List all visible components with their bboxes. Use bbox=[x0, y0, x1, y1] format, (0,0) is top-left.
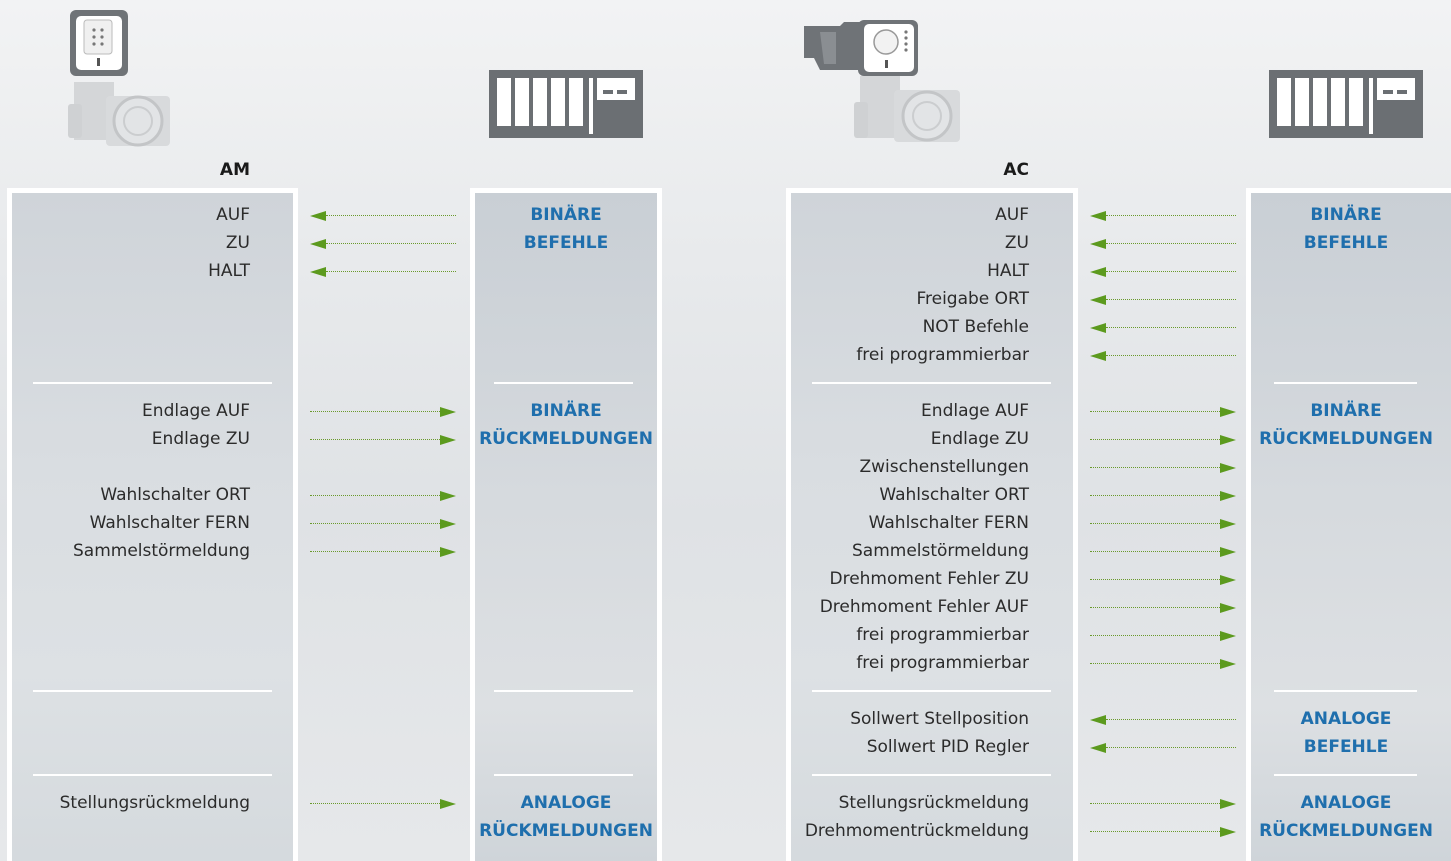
feedback-arrow bbox=[1090, 631, 1236, 641]
divider bbox=[33, 774, 272, 776]
command-arrow bbox=[1090, 211, 1236, 221]
divider bbox=[494, 690, 633, 692]
signal-label: Sammelstörmeldung bbox=[73, 541, 250, 561]
ac-control-panel bbox=[1246, 188, 1451, 861]
command-arrow bbox=[1090, 323, 1236, 333]
binary-commands-label: BINÄRE BEFEHLE bbox=[1303, 205, 1389, 253]
signal-label: ZU bbox=[225, 233, 250, 253]
signal-label: frei programmierbar bbox=[856, 625, 1029, 645]
feedback-arrow bbox=[1090, 827, 1236, 837]
signal-label: Wahlschalter FERN bbox=[89, 513, 250, 533]
feedback-arrow bbox=[1090, 603, 1236, 613]
command-arrow bbox=[1090, 743, 1236, 753]
analog-feedback-label: ANALOGE RÜCKMELDUNGEN bbox=[1259, 793, 1433, 841]
ac-signal-panel bbox=[786, 188, 1078, 861]
signal-label: frei programmierbar bbox=[856, 345, 1029, 365]
analog-commands-label: ANALOGE BEFEHLE bbox=[1300, 709, 1392, 757]
signal-label: Endlage AUF bbox=[921, 401, 1029, 421]
divider bbox=[1274, 690, 1417, 692]
feedback-arrow bbox=[310, 547, 456, 557]
signal-label: Wahlschalter ORT bbox=[100, 485, 250, 505]
signal-label: Stellungsrückmeldung bbox=[838, 793, 1029, 813]
divider bbox=[812, 690, 1051, 692]
signal-label: Wahlschalter ORT bbox=[879, 485, 1029, 505]
signal-label: AUF bbox=[995, 205, 1029, 225]
feedback-arrow bbox=[1090, 407, 1236, 417]
divider bbox=[1274, 382, 1417, 384]
command-arrow bbox=[310, 211, 456, 221]
signal-label: Sollwert Stellposition bbox=[850, 709, 1029, 729]
divider bbox=[1274, 774, 1417, 776]
command-arrow bbox=[310, 267, 456, 277]
command-arrow bbox=[1090, 239, 1236, 249]
signal-label: Drehmoment Fehler AUF bbox=[819, 597, 1029, 617]
signal-label: HALT bbox=[987, 261, 1029, 281]
control-system-icon bbox=[489, 70, 643, 138]
signal-label: Sammelstörmeldung bbox=[852, 541, 1029, 561]
feedback-arrow bbox=[1090, 435, 1236, 445]
feedback-arrow bbox=[1090, 519, 1236, 529]
signal-label: Drehmomentrückmeldung bbox=[804, 821, 1029, 841]
signal-label: HALT bbox=[208, 261, 250, 281]
feedback-arrow bbox=[1090, 659, 1236, 669]
am-control-panel bbox=[470, 188, 662, 861]
signal-label: AUF bbox=[216, 205, 250, 225]
signal-label: Endlage ZU bbox=[930, 429, 1029, 449]
feedback-arrow bbox=[1090, 799, 1236, 809]
feedback-arrow bbox=[1090, 575, 1236, 585]
signal-label: Sollwert PID Regler bbox=[866, 737, 1029, 757]
divider bbox=[812, 382, 1051, 384]
binary-feedback-label: BINÄRE RÜCKMELDUNGEN bbox=[1259, 401, 1433, 449]
control-system-icon bbox=[1269, 70, 1423, 138]
feedback-arrow bbox=[1090, 463, 1236, 473]
signal-label: Drehmoment Fehler ZU bbox=[829, 569, 1029, 589]
feedback-arrow bbox=[310, 407, 456, 417]
am-signal-panel bbox=[7, 188, 298, 861]
command-arrow bbox=[1090, 715, 1236, 725]
signal-label: Endlage AUF bbox=[142, 401, 250, 421]
actuator-ac-icon bbox=[804, 20, 960, 142]
feedback-arrow bbox=[310, 491, 456, 501]
divider bbox=[33, 690, 272, 692]
command-arrow bbox=[1090, 351, 1236, 361]
binary-feedback-label: BINÄRE RÜCKMELDUNGEN bbox=[479, 401, 653, 449]
am-title: AM bbox=[219, 160, 250, 180]
signal-label: Freigabe ORT bbox=[916, 289, 1029, 309]
ac-title: AC bbox=[1003, 160, 1029, 180]
signal-label: Zwischenstellungen bbox=[859, 457, 1030, 477]
analog-feedback-label: ANALOGE RÜCKMELDUNGEN bbox=[479, 793, 653, 841]
signal-label: ZU bbox=[1004, 233, 1029, 253]
actuator-am-icon bbox=[68, 10, 170, 147]
binary-commands-label: BINÄRE BEFEHLE bbox=[523, 205, 609, 253]
feedback-arrow bbox=[310, 799, 456, 809]
command-arrow bbox=[310, 239, 456, 249]
signal-label: Wahlschalter FERN bbox=[868, 513, 1029, 533]
signal-label: NOT Befehle bbox=[922, 317, 1029, 337]
command-arrow bbox=[1090, 267, 1236, 277]
feedback-arrow bbox=[1090, 547, 1236, 557]
signal-label: Stellungsrückmeldung bbox=[59, 793, 250, 813]
feedback-arrow bbox=[310, 519, 456, 529]
feedback-arrow bbox=[1090, 491, 1236, 501]
divider bbox=[812, 774, 1051, 776]
divider bbox=[33, 382, 272, 384]
signal-label: Endlage ZU bbox=[151, 429, 250, 449]
signal-label: frei programmierbar bbox=[856, 653, 1029, 673]
feedback-arrow bbox=[310, 435, 456, 445]
divider bbox=[494, 774, 633, 776]
command-arrow bbox=[1090, 295, 1236, 305]
divider bbox=[494, 382, 633, 384]
